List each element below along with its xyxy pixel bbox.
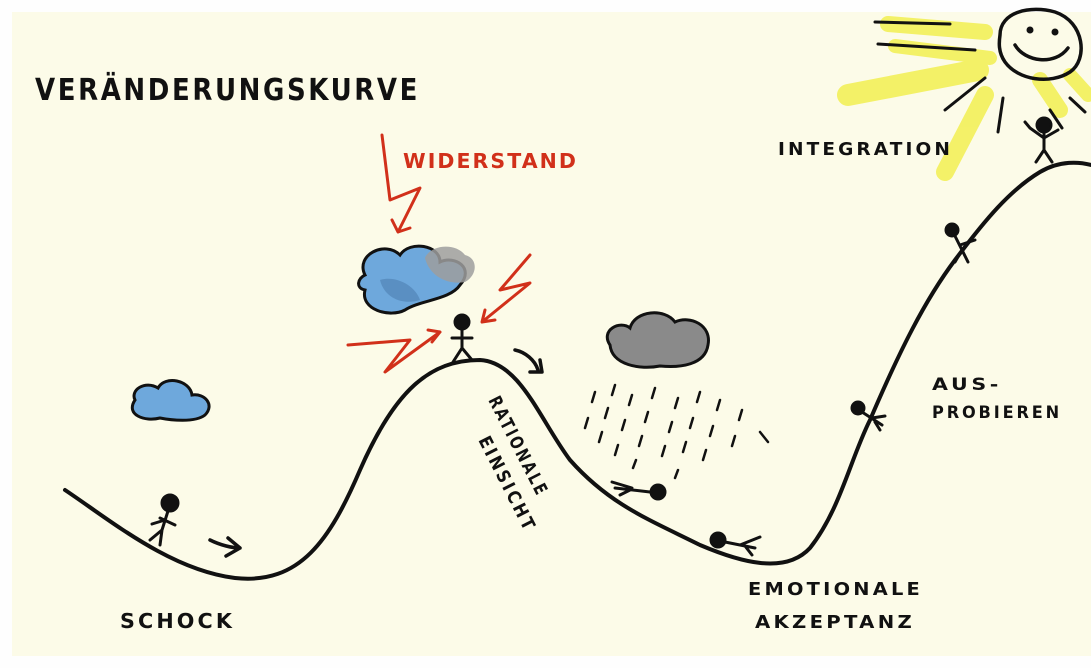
blue-cloud-icon (131, 379, 211, 422)
rain-drops (583, 383, 770, 480)
phase-schock-label: SCHOCK (120, 609, 235, 633)
phase-akzeptanz-label: AKZEPTANZ (755, 612, 915, 633)
arrow-icon (513, 348, 544, 374)
phase-emotionale-label: EMOTIONALE (748, 579, 923, 600)
stick-figure-icon (944, 222, 977, 264)
lightning-icon (346, 133, 532, 374)
phase-aus-label: AUS- (932, 375, 1002, 395)
storm-cloud-icon (357, 244, 475, 315)
phase-widerstand-label: WIDERSTAND (403, 149, 578, 173)
phase-probieren-label: PROBIEREN (932, 403, 1062, 423)
stick-figure-icon (1023, 116, 1060, 164)
stick-figure-icon (450, 313, 474, 364)
rain-cloud-icon (583, 311, 770, 480)
stick-figure-icon (610, 480, 667, 501)
diagram-title: VERÄNDERUNGSKURVE (35, 72, 420, 108)
phase-integration-label: INTEGRATION (778, 139, 953, 160)
arrow-icon (208, 536, 242, 558)
stick-figure-icon (709, 531, 762, 557)
stick-figure-icon (850, 400, 887, 432)
change-curve-line (63, 160, 1091, 581)
stick-figure-icon (148, 493, 180, 547)
sun-icon (837, 7, 1091, 181)
